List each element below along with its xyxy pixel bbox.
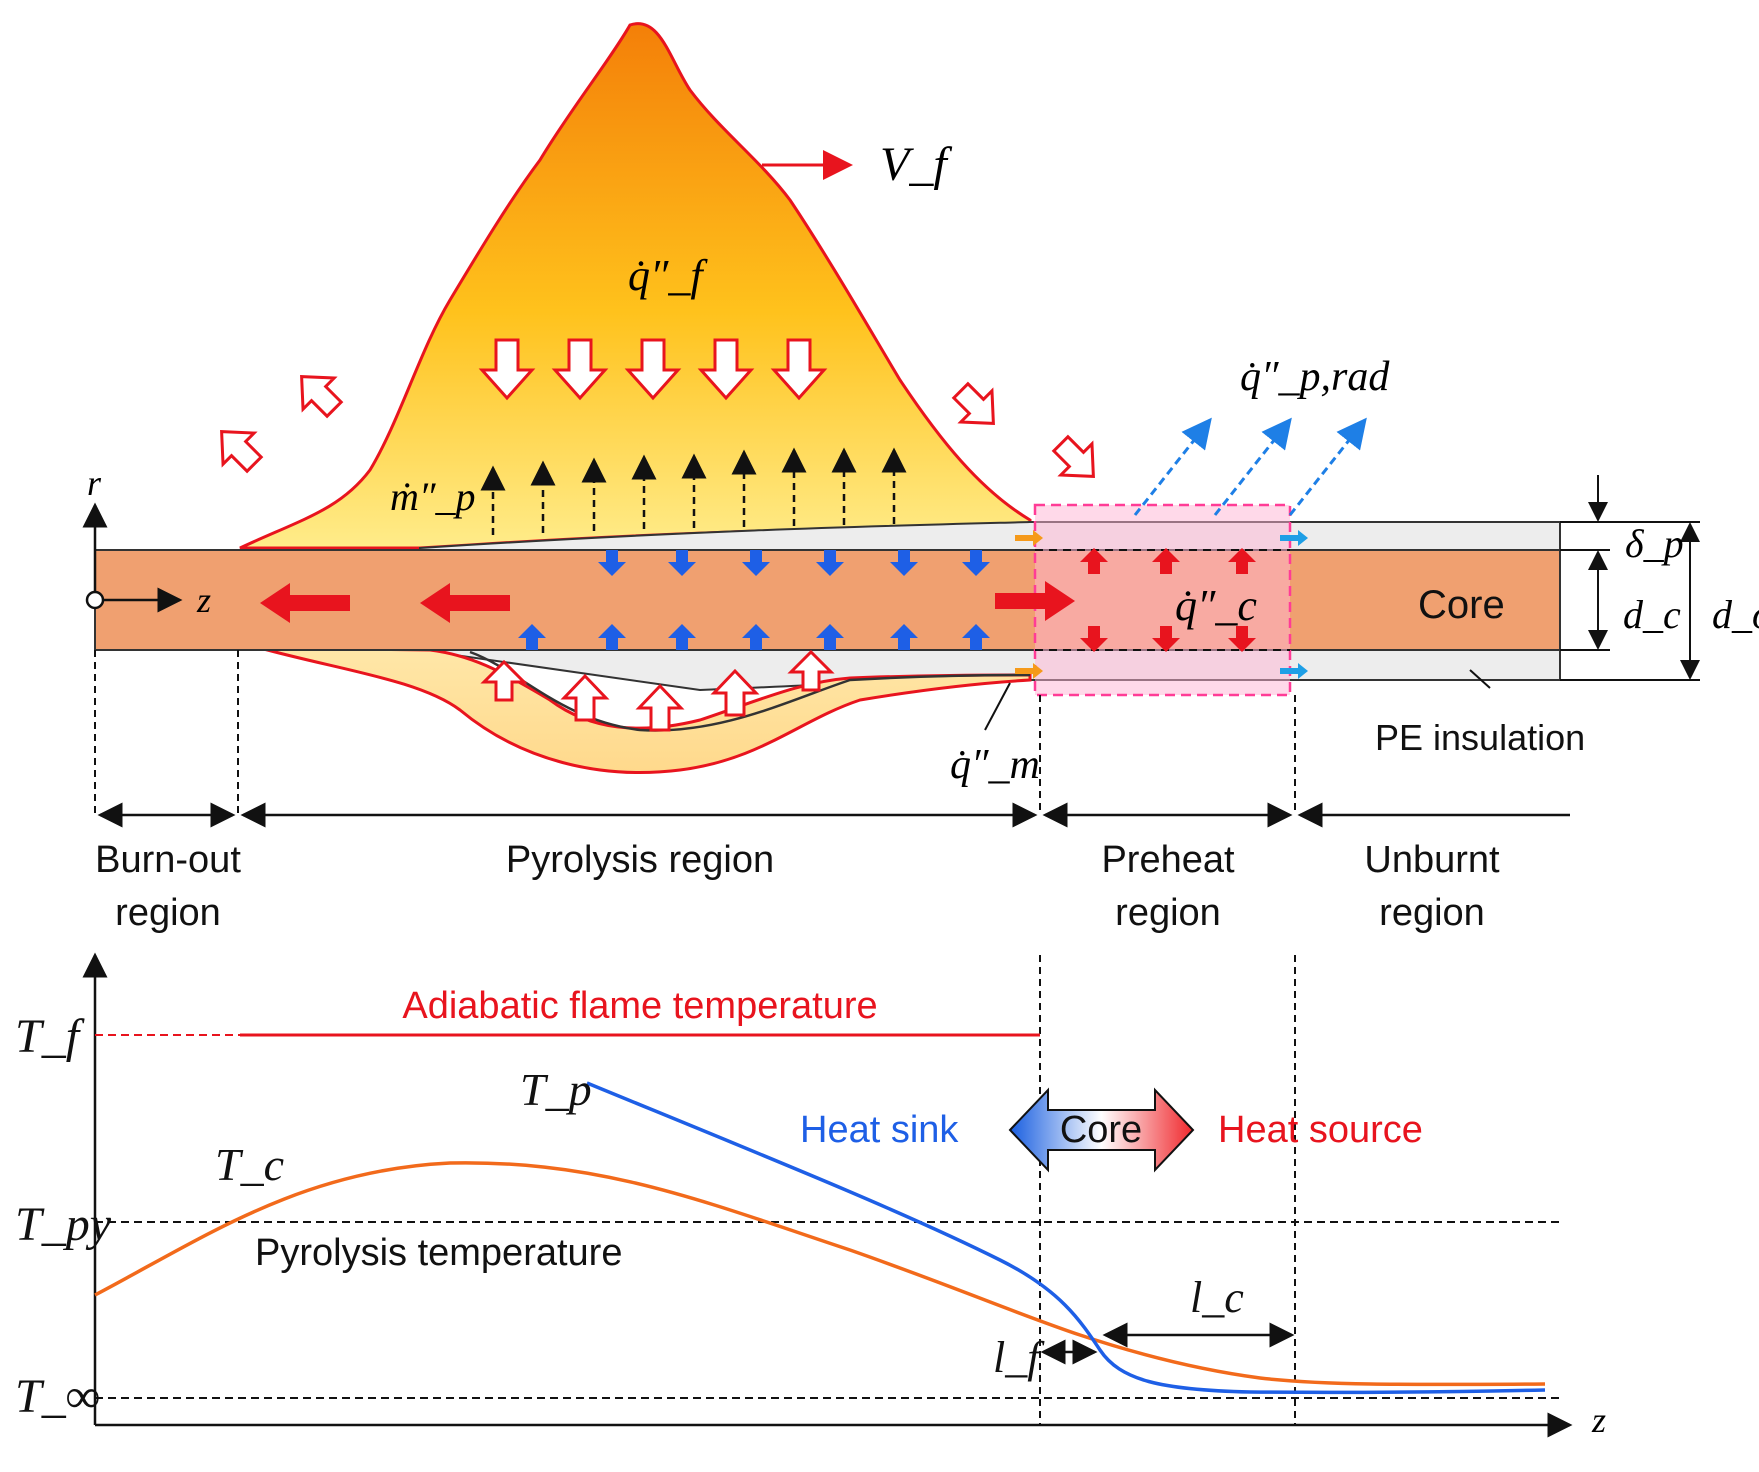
melt-leader-line: [984, 682, 1011, 731]
rz-axes: r z: [82, 463, 211, 620]
lower-flame-heat-arrows: [480, 649, 835, 732]
pe-insulation-label: PE insulation: [1375, 717, 1585, 758]
preheat-box: [1033, 503, 1292, 697]
core-label: Core: [1418, 583, 1505, 627]
heat-sink-label: Heat sink: [800, 1109, 959, 1151]
tc-curve: [94, 1161, 1546, 1387]
lf-label: l_f: [993, 1333, 1045, 1382]
dimension-marks: [1560, 475, 1700, 681]
z-axis-label-top: z: [196, 580, 211, 620]
tc-label: T_c: [215, 1139, 284, 1190]
lc-label: l_c: [1190, 1273, 1244, 1322]
y-label-tf: T_f: [15, 1010, 85, 1063]
flame-heat-flux-arrows: [478, 338, 828, 401]
heat-source-label: Heat source: [1218, 1109, 1423, 1151]
region-dividers-top: [94, 650, 1296, 815]
region-unburnt-line2: region: [1379, 892, 1485, 934]
region-burnout-line2: region: [115, 892, 221, 934]
region-labels: Burn-out region Pyrolysis region Preheat…: [95, 839, 1500, 934]
r-axis-label: r: [87, 463, 102, 503]
flame-velocity-label: V_f: [880, 138, 952, 191]
insulation-boundary-arrows: [1015, 530, 1308, 679]
radiative-loss-arrows: [1133, 417, 1367, 516]
melt-heat-flux-label: q̇″_m: [950, 742, 1040, 788]
pyrolysis-temperature-label: Pyrolysis temperature: [255, 1232, 622, 1274]
region-preheat-line2: region: [1115, 892, 1221, 934]
preheat-heat-source-arrows: [1080, 548, 1256, 652]
core-double-arrow: [1008, 1087, 1195, 1173]
core-heat-sink-arrows-bottom: [518, 624, 990, 650]
pyrolysis-mass-flux-label: ṁ″_p: [390, 474, 476, 519]
d-c-label: d_c: [1623, 592, 1681, 637]
pyrolysis-mass-flux-arrows: [480, 447, 907, 535]
core-axial-conduction-arrows: [260, 581, 1075, 623]
y-label-tinf: T_∞: [15, 1370, 100, 1423]
plot-z-axis-label: z: [1591, 1400, 1606, 1440]
adiabatic-flame-label: Adiabatic flame temperature: [402, 985, 877, 1027]
region-pyrolysis-line1: Pyrolysis region: [506, 839, 774, 881]
radiative-loss-label: q̇″_p,rad: [1240, 354, 1390, 400]
delta-p-label: δ_p: [1625, 521, 1684, 566]
core-heat-sink-arrows-top: [598, 550, 990, 576]
temperature-plot: z Adiabatic flame temperature T_f T_py T…: [15, 952, 1606, 1440]
region-preheat-line1: Preheat: [1101, 839, 1235, 881]
tp-label: T_p: [520, 1064, 592, 1115]
y-label-tpy: T_py: [15, 1198, 112, 1251]
pe-leader-line: [1469, 669, 1491, 689]
d-o-label: d_o: [1712, 592, 1759, 637]
origin-marker: [85, 590, 105, 610]
region-unburnt-line1: Unburnt: [1364, 839, 1500, 881]
core-heat-flux-label: q̇″_c: [1175, 581, 1257, 630]
region-burnout-line1: Burn-out: [95, 839, 241, 881]
flame-heat-flux-label: q̇″_f: [628, 251, 708, 300]
core-double-arrow-label: Core: [1060, 1109, 1142, 1151]
diagonal-heat-arrows: [220, 375, 1095, 478]
